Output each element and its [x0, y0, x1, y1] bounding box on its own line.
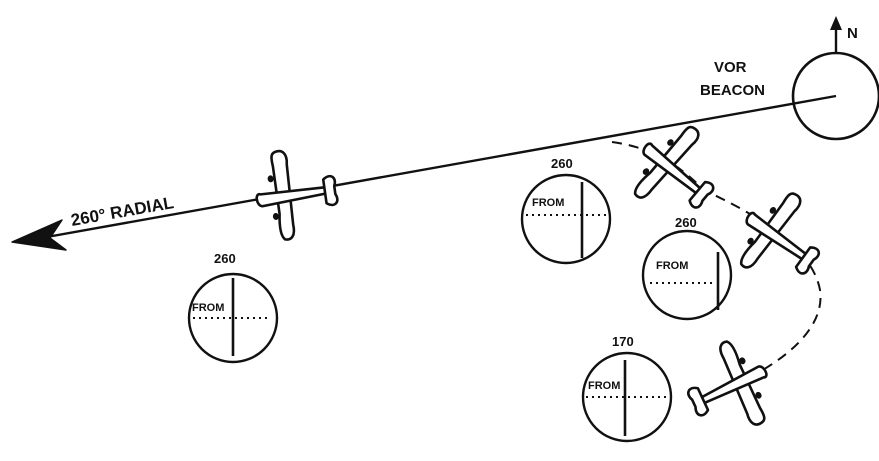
indicator-heading: 170: [612, 334, 634, 349]
vor-indicator: 170 FROM: [581, 334, 673, 443]
to-from-flag: FROM: [192, 302, 224, 314]
airplane-intercepting: [721, 178, 841, 300]
indicator-heading: 260: [551, 156, 573, 171]
to-from-flag: FROM: [588, 380, 620, 392]
to-from-flag: FROM: [656, 260, 688, 272]
radial-line: [29, 94, 837, 242]
vor-beacon-circle: [791, 51, 879, 141]
to-from-flag: FROM: [532, 197, 564, 209]
north-arrowhead: [830, 16, 842, 30]
indicator-heading: 260: [675, 215, 697, 230]
vor-label: VOR: [714, 59, 747, 76]
airplane-outbound: [673, 330, 786, 448]
airplane-on-radial: [249, 142, 344, 245]
vor-indicator: 260 FROM: [187, 251, 279, 364]
beacon-label: BEACON: [700, 82, 765, 99]
vor-indicator: 260 FROM: [520, 156, 612, 265]
indicator-heading: 260: [214, 251, 236, 266]
vor-indicator: 260 FROM: [641, 215, 733, 321]
radial-arrowhead: [11, 219, 67, 251]
airplane-turning: [616, 110, 738, 233]
north-label: N: [847, 25, 858, 42]
